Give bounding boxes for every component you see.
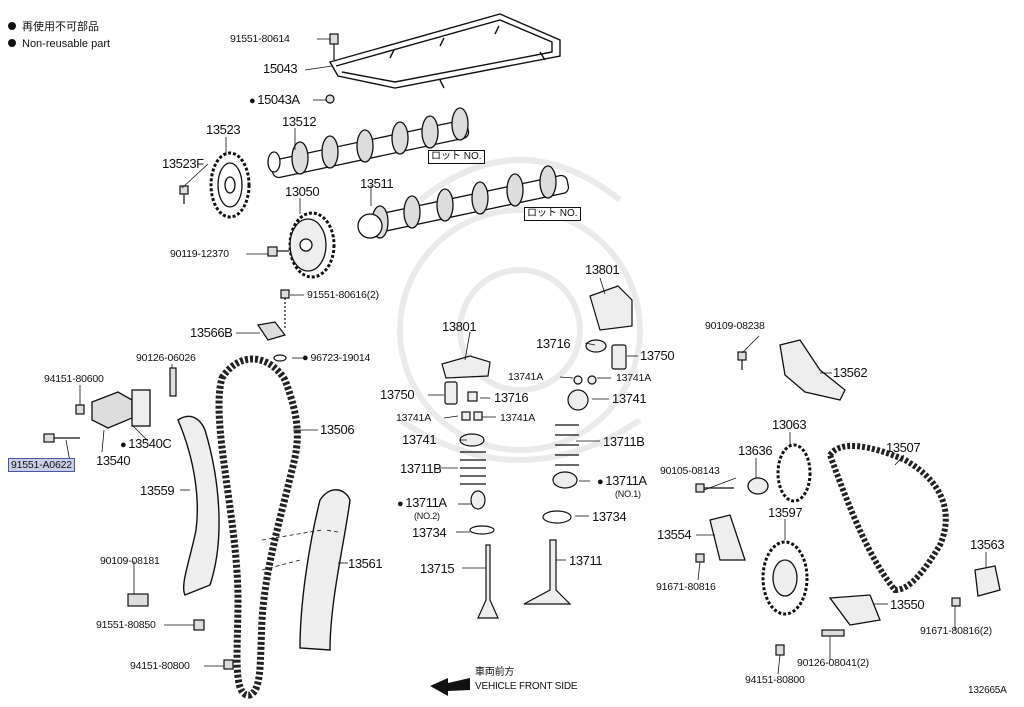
- part-label[interactable]: 13711A: [397, 496, 447, 511]
- legend-en: Non-reusable part: [8, 37, 110, 51]
- oil-pump-chain-13507: [826, 442, 949, 594]
- part-label[interactable]: 94151-80600: [44, 373, 104, 385]
- part-label[interactable]: 96723-19014: [302, 352, 370, 364]
- part-label[interactable]: 90109-08238: [705, 320, 765, 332]
- part-label[interactable]: 90126-06026: [136, 352, 196, 364]
- part-label[interactable]: 13523: [206, 122, 241, 137]
- part-label[interactable]: 90109-08181: [100, 555, 160, 567]
- part-label[interactable]: 13716: [494, 390, 529, 405]
- part-label-note: (NO.1): [615, 489, 641, 499]
- front-direction-arrow: [430, 678, 470, 696]
- part-label-note: (NO.2): [414, 511, 440, 521]
- part-label[interactable]: 91671-80816(2): [920, 625, 992, 637]
- part-label[interactable]: 13711B: [400, 461, 442, 476]
- legend-jp: 再使用不可部品: [8, 20, 99, 34]
- cam-sprocket-13523: [209, 151, 251, 219]
- part-label[interactable]: 13511: [360, 176, 394, 191]
- chain-slipper-13559: [177, 415, 220, 596]
- part-label[interactable]: 13540: [96, 453, 131, 468]
- part-label[interactable]: 13540C: [120, 437, 172, 452]
- direction-label-jp: 車両前方: [475, 667, 515, 678]
- part-label[interactable]: 13741A: [508, 371, 544, 383]
- part-label[interactable]: 13566B: [190, 325, 233, 340]
- part-label[interactable]: 13506: [320, 422, 355, 437]
- part-label[interactable]: 13050: [285, 184, 320, 199]
- direction-label-en: VEHICLE FRONT SIDE: [475, 681, 578, 692]
- lot-number-mark: ロット NO.: [428, 150, 485, 164]
- part-label[interactable]: 13562: [833, 365, 868, 380]
- part-label-highlighted[interactable]: 91551-A0622: [8, 458, 75, 472]
- alignment-lines: [261, 529, 339, 571]
- part-label[interactable]: 13512: [282, 114, 317, 129]
- non-reusable-dot-icon: [8, 39, 16, 47]
- part-label[interactable]: 91551-80614: [230, 33, 290, 45]
- lot-number-mark: ロット NO.: [524, 207, 581, 221]
- part-label[interactable]: 13711B: [603, 434, 645, 449]
- part-label[interactable]: 13550: [890, 597, 925, 612]
- camshaft-13511: [357, 165, 570, 239]
- part-label[interactable]: 90119-12370: [170, 248, 229, 260]
- figure-id: 132665A: [968, 685, 1007, 696]
- part-label[interactable]: 94151-80800: [745, 674, 805, 686]
- part-label[interactable]: 13507: [886, 440, 921, 455]
- part-label[interactable]: 13741A: [500, 412, 536, 424]
- part-label[interactable]: 13741: [612, 391, 647, 406]
- part-label[interactable]: 13750: [380, 387, 415, 402]
- part-label[interactable]: 13063: [772, 417, 807, 432]
- part-label[interactable]: 13559: [140, 483, 175, 498]
- part-label[interactable]: 13801: [442, 319, 477, 334]
- part-label[interactable]: 13711: [569, 553, 603, 568]
- part-label[interactable]: 13716: [536, 336, 571, 351]
- part-label[interactable]: 13597: [768, 505, 803, 520]
- part-label[interactable]: 13554: [657, 527, 692, 542]
- part-label[interactable]: 13741: [402, 432, 437, 447]
- head-cover-gasket: [328, 13, 561, 89]
- valve-train-parts: [441, 285, 633, 619]
- part-label[interactable]: 13563: [970, 537, 1005, 552]
- part-label[interactable]: 13711A: [597, 474, 647, 489]
- part-label[interactable]: 13561: [348, 556, 383, 571]
- part-label[interactable]: 13741A: [396, 412, 432, 424]
- part-label[interactable]: 90126-08041(2): [797, 657, 869, 669]
- part-label[interactable]: 15043A: [249, 93, 300, 108]
- non-reusable-dot-icon: [8, 22, 16, 30]
- watermark-emblem: [397, 157, 643, 463]
- part-label[interactable]: 90105-08143: [660, 465, 720, 477]
- part-label[interactable]: 13801: [585, 262, 620, 277]
- part-label[interactable]: 94151-80800: [130, 660, 190, 672]
- chain-tensioner-13540: [91, 389, 151, 429]
- timing-chain-13506: [215, 355, 301, 699]
- part-label[interactable]: 13734: [592, 509, 627, 524]
- camshaft-13512: [267, 107, 470, 179]
- part-label[interactable]: 13636: [738, 443, 773, 458]
- part-label[interactable]: 91551-80616(2): [307, 289, 379, 301]
- part-label[interactable]: 91671-80816: [656, 581, 716, 593]
- part-label[interactable]: 13750: [640, 348, 675, 363]
- chain-guide-13561: [299, 489, 351, 651]
- part-label[interactable]: 15043: [263, 61, 298, 76]
- part-label[interactable]: 13715: [420, 561, 455, 576]
- part-label[interactable]: 91551-80850: [96, 619, 156, 631]
- part-label[interactable]: 13734: [412, 525, 447, 540]
- bolts-and-fasteners: [43, 33, 961, 670]
- vvt-gear-13050: [288, 211, 336, 279]
- legend-jp-text: 再使用不可部品: [22, 21, 99, 33]
- part-label[interactable]: 13741A: [616, 372, 652, 384]
- legend-en-text: Non-reusable part: [22, 38, 111, 50]
- oil-pump-drive-parts: [709, 339, 1001, 626]
- part-label[interactable]: 13523F: [162, 156, 204, 171]
